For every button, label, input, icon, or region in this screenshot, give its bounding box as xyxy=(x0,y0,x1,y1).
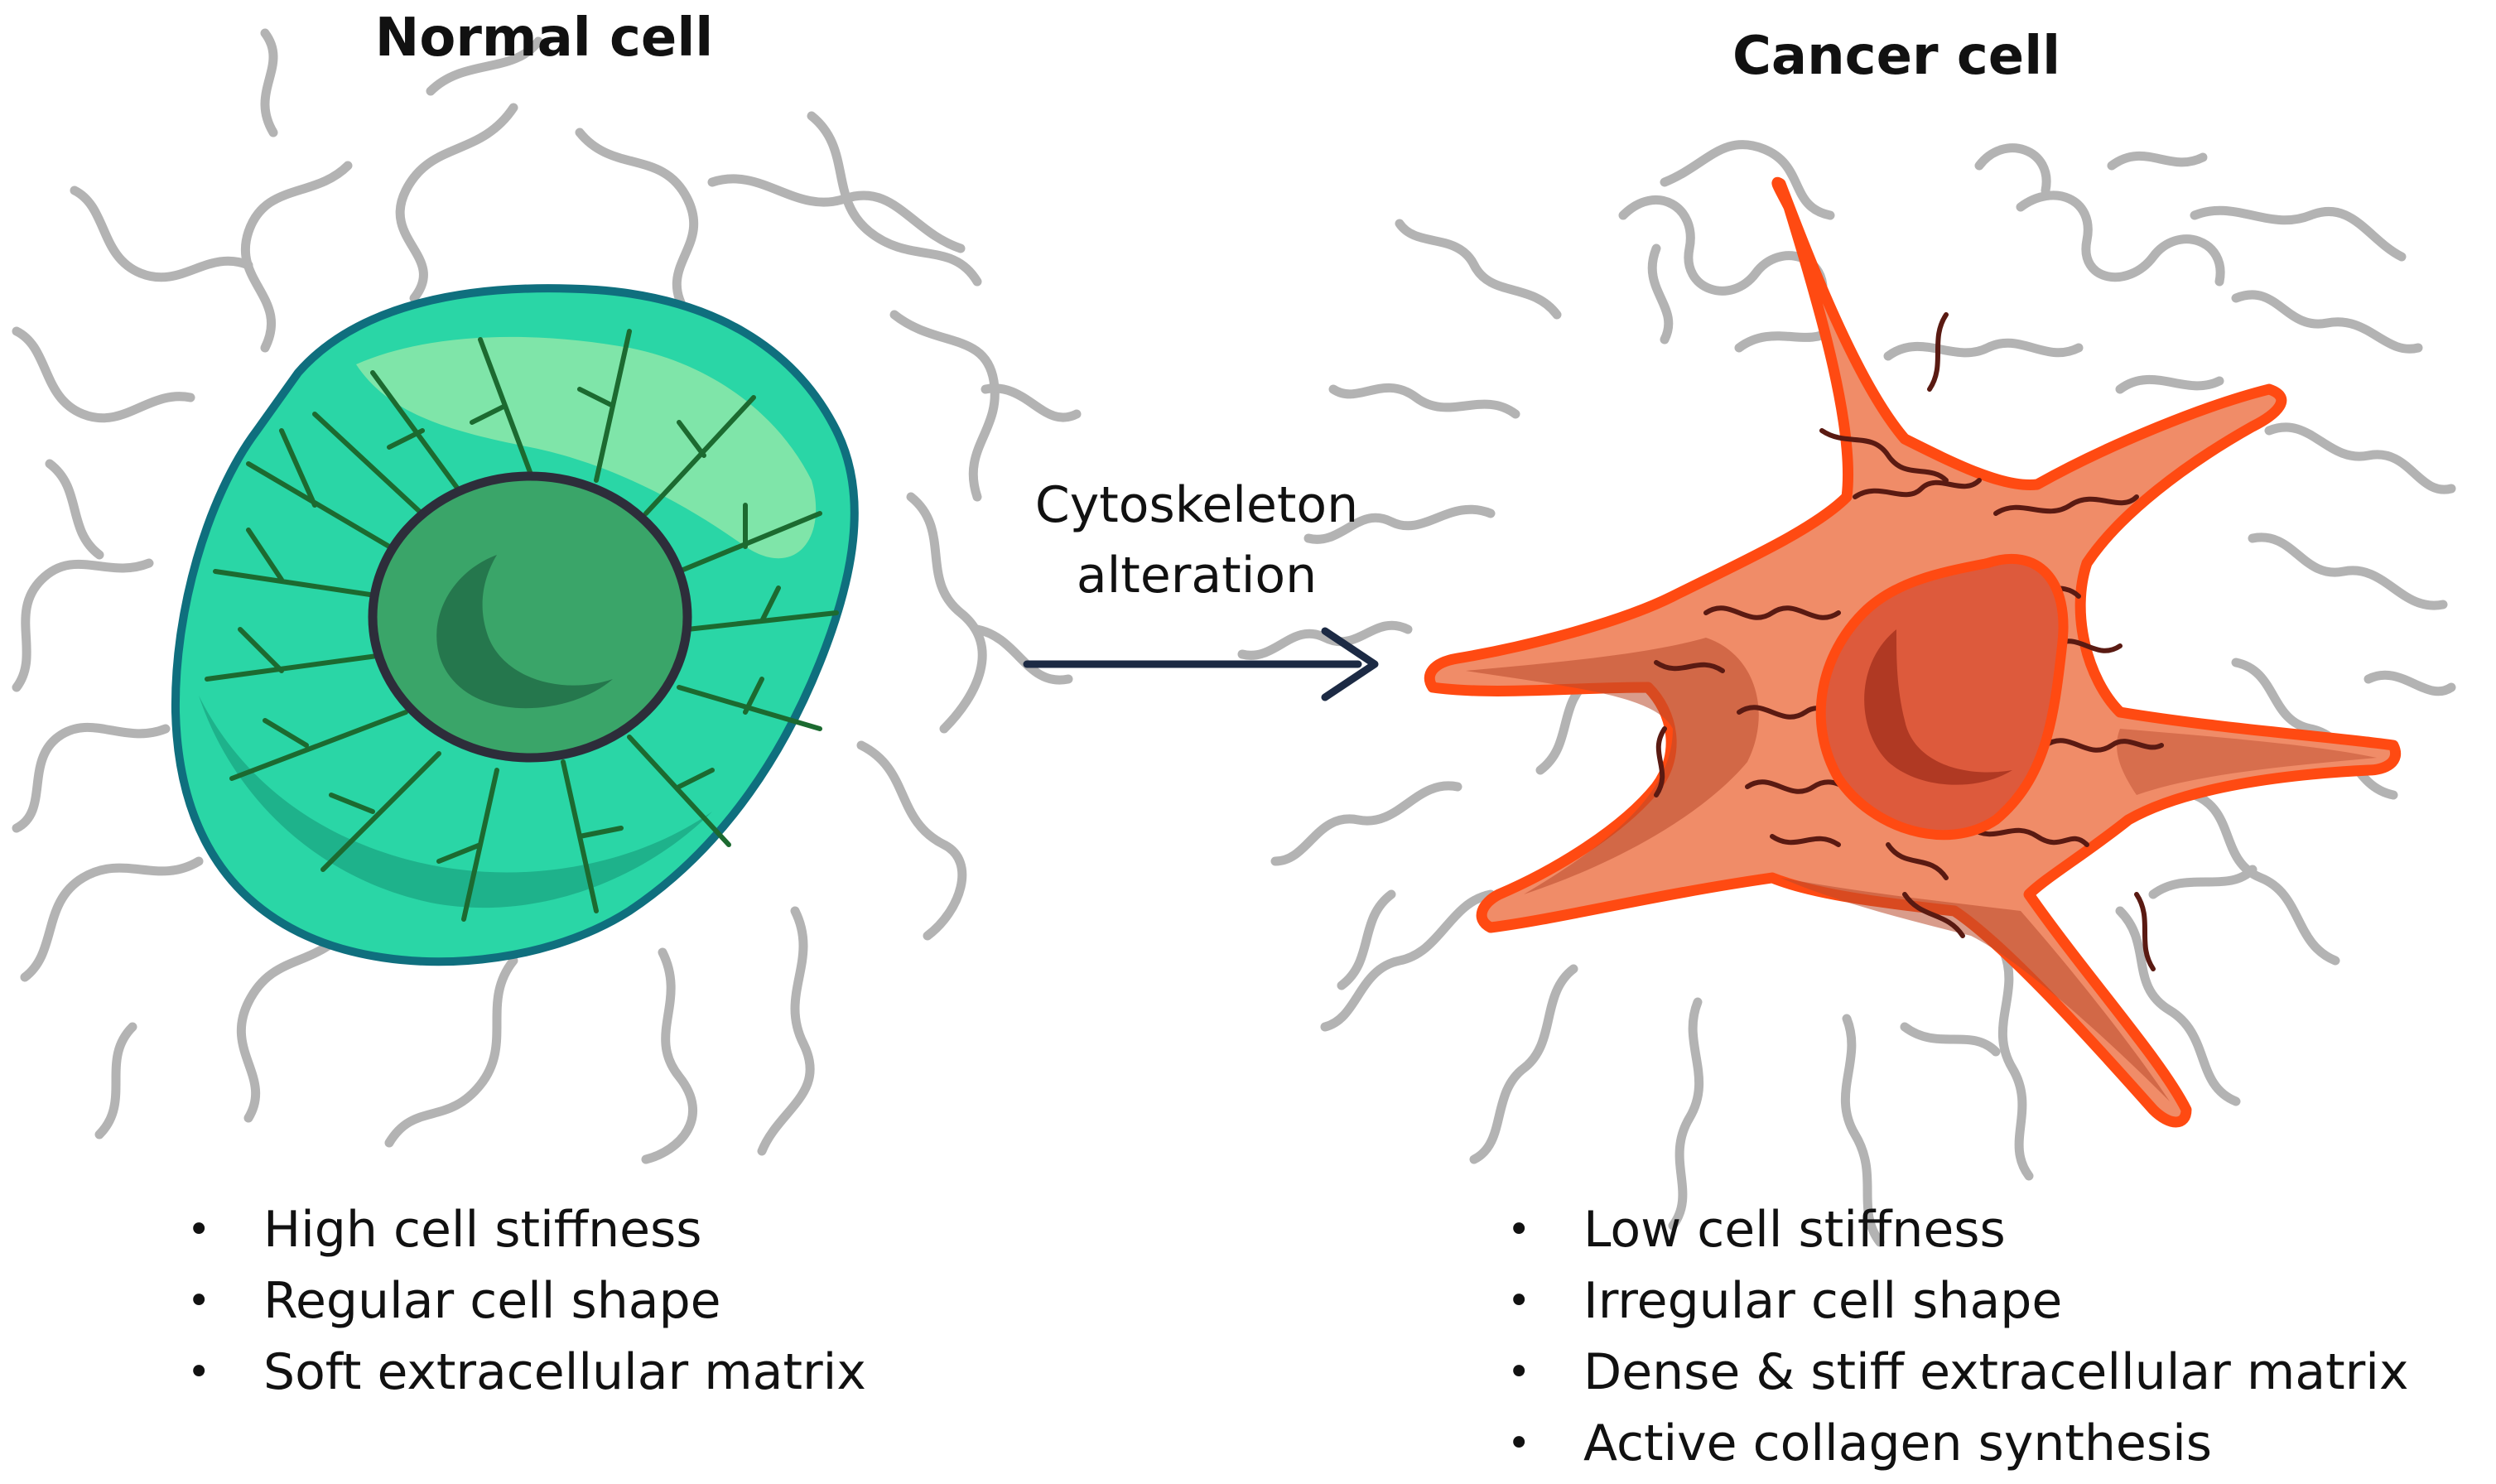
property-text: Active collagen synthesis xyxy=(1583,1414,2213,1472)
normal-cell-highlight xyxy=(356,336,817,559)
transition-label-line1: Cytoskeleton xyxy=(1034,476,1359,534)
property-text: Low cell stiffness xyxy=(1583,1201,2006,1259)
bullet-icon: • xyxy=(1507,1278,1531,1324)
property-text: Soft extracellular matrix xyxy=(263,1343,866,1401)
normal-ecm-fibers xyxy=(12,28,1082,1164)
list-item: • Dense & stiff extracellular matrix xyxy=(1507,1337,2409,1408)
cancer-cell-shading-right xyxy=(2117,729,2377,795)
bullet-icon: • xyxy=(1507,1207,1531,1253)
normal-cell xyxy=(171,284,859,966)
cancer-cell xyxy=(1424,176,2402,1128)
bullet-icon: • xyxy=(187,1278,211,1324)
cancer-cell-title: Cancer cell xyxy=(1732,26,2061,87)
transition-label: Cytoskeleton alteration xyxy=(1035,470,1358,611)
property-text: High cell stiffness xyxy=(263,1201,702,1259)
property-text: Dense & stiff extracellular matrix xyxy=(1583,1343,2409,1401)
list-item: • Irregular cell shape xyxy=(1507,1265,2408,1337)
cancer-nucleolus xyxy=(1864,629,2012,785)
bullet-icon: • xyxy=(1507,1420,1531,1467)
cancer-cell-shading xyxy=(1466,638,1759,894)
property-text: Regular cell shape xyxy=(263,1272,721,1330)
list-item: • High cell stiffness xyxy=(187,1194,866,1265)
normal-nucleolus xyxy=(436,555,613,709)
transition-arrow xyxy=(1023,627,1379,701)
cancer-nucleus xyxy=(1815,554,2069,841)
normal-cell-title: Normal cell xyxy=(374,7,714,69)
list-item: • Regular cell shape xyxy=(187,1265,866,1337)
normal-cytoskeleton xyxy=(205,329,839,922)
list-item: • Low cell stiffness xyxy=(1507,1194,2408,1265)
bullet-icon: • xyxy=(187,1349,211,1395)
property-text: Irregular cell shape xyxy=(1583,1272,2063,1330)
normal-cell-properties: • High cell stiffness • Regular cell sha… xyxy=(187,1194,866,1408)
bullet-icon: • xyxy=(187,1207,211,1253)
cancer-cell-properties: • Low cell stiffness • Irregular cell sh… xyxy=(1507,1194,2409,1479)
cancer-cell-shading-lower xyxy=(1780,878,2170,1101)
normal-nucleus xyxy=(368,471,692,763)
cancer-ecm-fibers xyxy=(1237,140,2456,1247)
arrow-head-icon xyxy=(1321,627,1379,701)
bullet-icon: • xyxy=(1507,1349,1531,1395)
list-item: • Active collagen synthesis xyxy=(1507,1408,2408,1479)
transition-label-line2: alteration xyxy=(1076,547,1318,605)
list-item: • Soft extracellular matrix xyxy=(187,1337,866,1408)
normal-cell-shadow xyxy=(199,696,712,908)
